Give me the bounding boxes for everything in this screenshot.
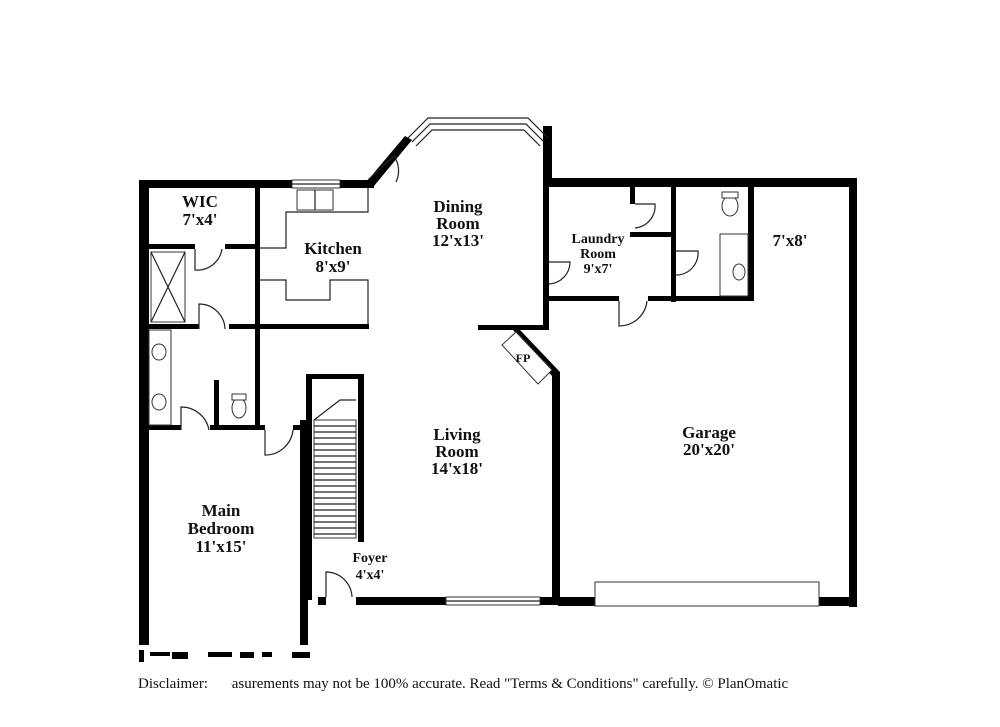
wic-size: 7'x4' bbox=[183, 210, 218, 229]
stairs bbox=[313, 399, 357, 539]
laundry-name-1: Laundry bbox=[572, 232, 625, 247]
bedroom-name-1: Main bbox=[202, 501, 241, 520]
garage-name: Garage bbox=[682, 423, 736, 442]
laundry-size: 9'x7' bbox=[584, 262, 613, 277]
kitchen-size: 8'x9' bbox=[316, 257, 351, 276]
foyer-size: 4'x4' bbox=[356, 568, 385, 583]
living-name-1: Living bbox=[433, 425, 481, 444]
wic-name: WIC bbox=[182, 192, 218, 211]
garage-size: 20'x20' bbox=[683, 440, 735, 459]
bedroom-name-2: Bedroom bbox=[188, 519, 255, 538]
interior-walls bbox=[149, 180, 754, 600]
bedroom-size: 11'x15' bbox=[195, 537, 246, 556]
foyer-name: Foyer bbox=[353, 551, 388, 566]
fireplace-label: FP bbox=[516, 351, 531, 365]
kitchen-counters bbox=[260, 188, 369, 325]
storage-size: 7'x8' bbox=[773, 231, 808, 250]
fireplace bbox=[501, 331, 553, 385]
disclaimer-occlusion bbox=[207, 672, 231, 696]
living-size: 14'x18' bbox=[431, 459, 483, 478]
dining-name-1: Dining bbox=[433, 197, 483, 216]
bath-fixtures bbox=[148, 191, 749, 426]
windows bbox=[291, 117, 820, 607]
dining-size: 12'x13' bbox=[432, 231, 484, 250]
kitchen-name: Kitchen bbox=[304, 239, 362, 258]
room-labels: WIC 7'x4' Kitchen 8'x9' Dining Room 12'x… bbox=[182, 192, 807, 583]
exterior-walls bbox=[139, 126, 857, 645]
dining-name-2: Room bbox=[436, 214, 479, 233]
living-name-2: Room bbox=[435, 442, 478, 461]
laundry-name-2: Room bbox=[580, 247, 616, 262]
doors bbox=[180, 155, 699, 598]
disclaimer-text: Disclaimer: Measurements may not be 100%… bbox=[138, 676, 789, 692]
scale-fragment bbox=[139, 650, 310, 662]
